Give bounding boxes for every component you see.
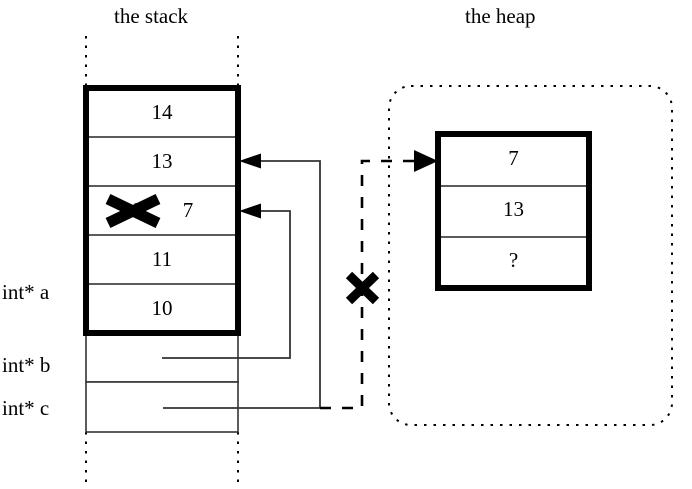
stack-cell-value-4: 10	[151, 296, 173, 320]
stack-title: the stack	[114, 4, 189, 28]
x-cross-stack-cell	[105, 194, 161, 228]
heap-cell-value-2: ?	[508, 248, 519, 272]
stack-cell-value-2-new: 7	[182, 198, 194, 222]
x-cross-dangling-pointer	[345, 271, 380, 305]
heap-cell-value-1: 13	[503, 197, 524, 221]
stack-cell-value-3: 11	[151, 247, 173, 271]
stack-thin-cells	[85, 332, 239, 433]
dangling-pointer-edge	[320, 150, 438, 410]
stack-cell-value-1: 13	[151, 149, 173, 173]
stack-cell-value-0: 14	[151, 100, 173, 124]
heap-cell-value-0: 7	[508, 146, 519, 170]
stack-cell-value-2-old: 12	[122, 198, 144, 222]
heap-title: the heap	[465, 4, 536, 28]
pointer-label-c: int* c	[2, 396, 50, 420]
stack-frame	[83, 85, 241, 336]
heap-frame	[435, 131, 592, 291]
pointer-c-edge	[163, 153, 321, 409]
heap-region-boundary	[388, 85, 673, 426]
pointer-b-edge	[162, 203, 291, 359]
pointer-label-a: int* a	[2, 280, 50, 304]
pointer-label-b: int* b	[2, 353, 51, 377]
